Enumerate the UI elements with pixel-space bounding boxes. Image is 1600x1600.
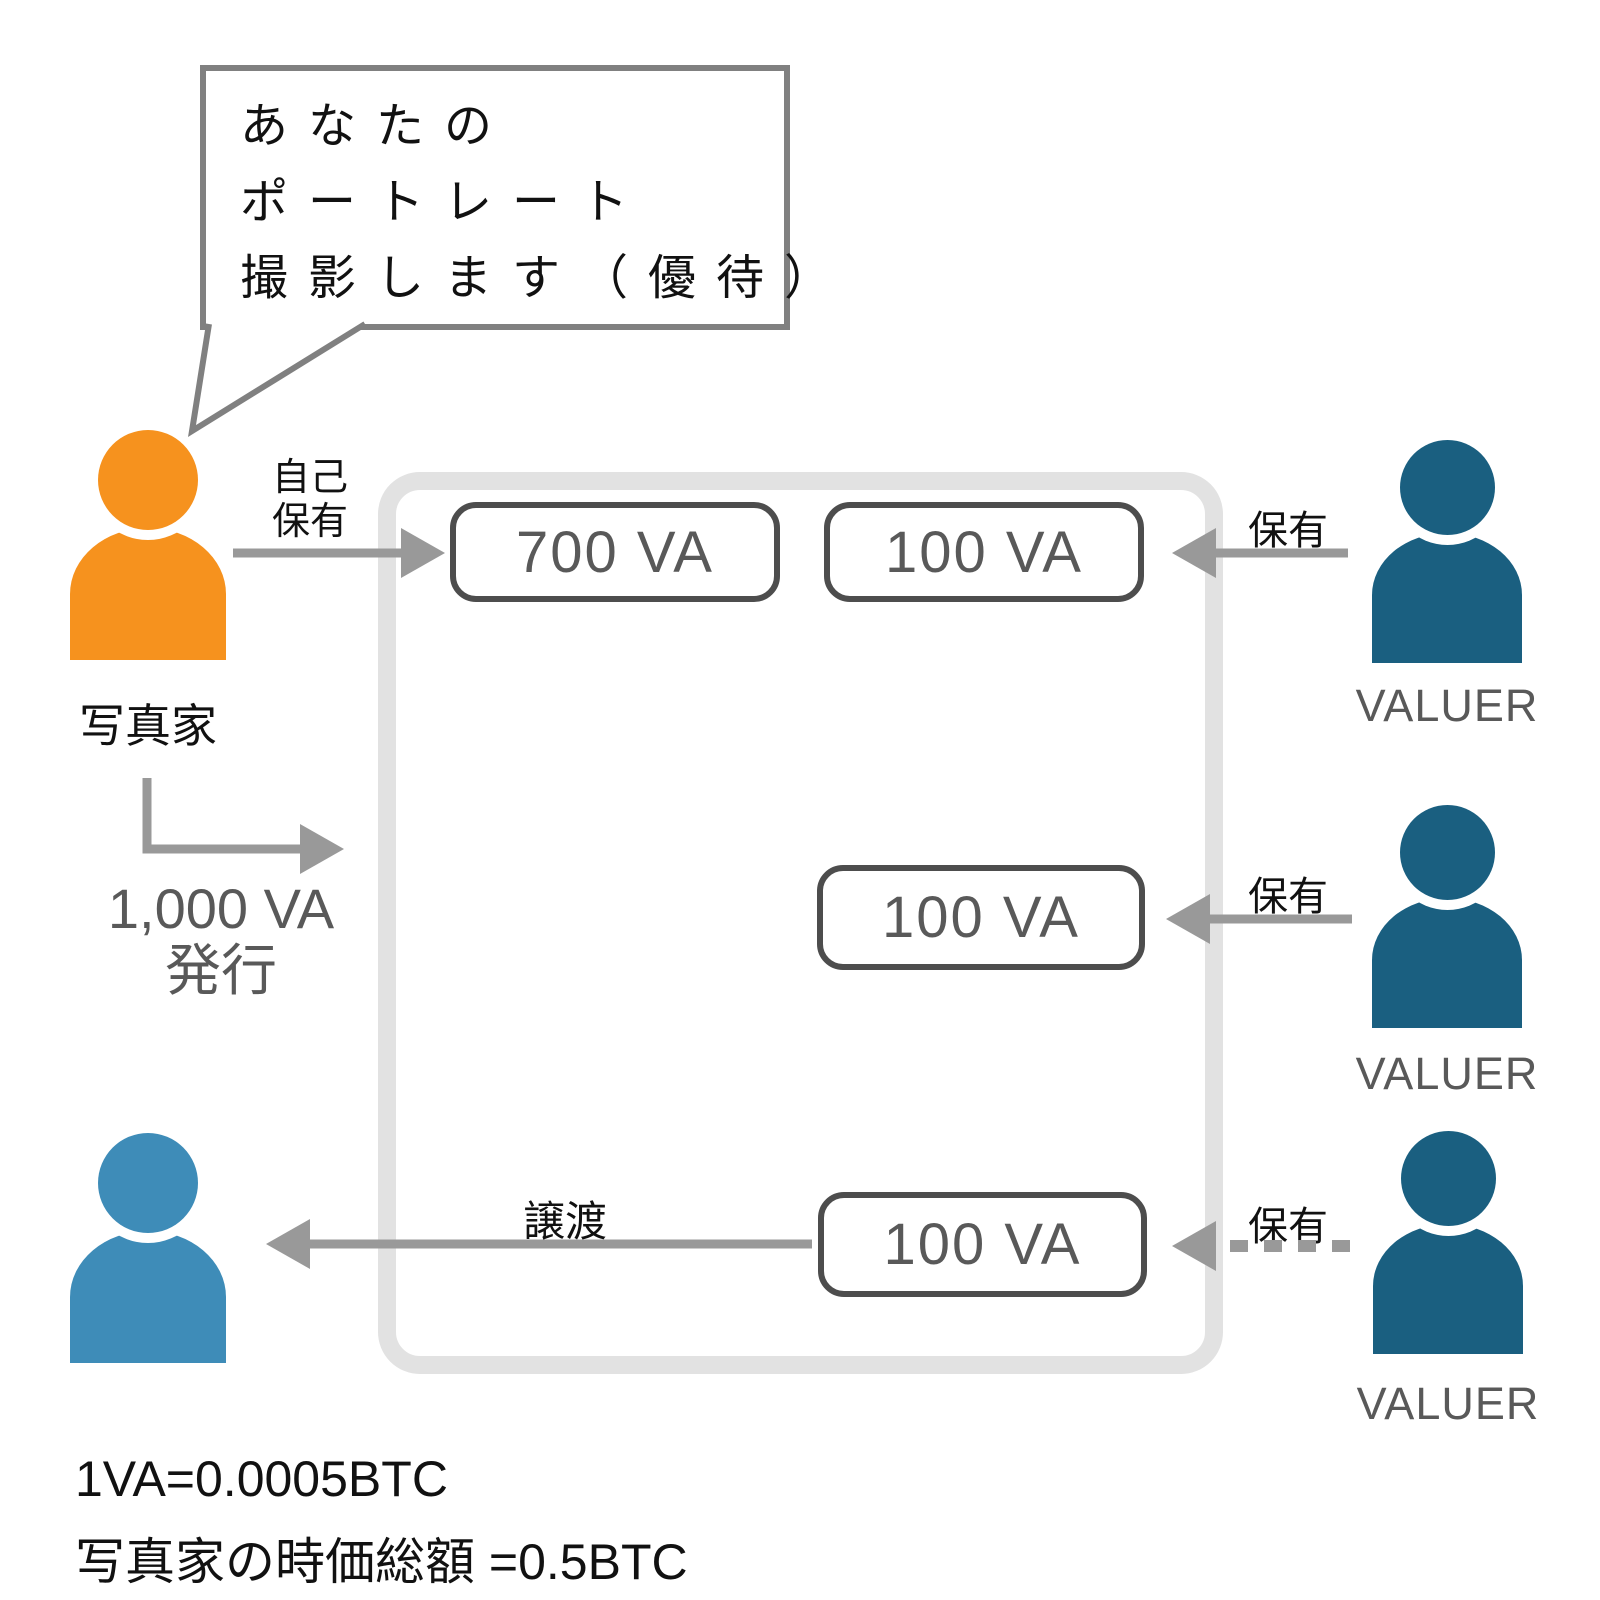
valuer2-label: VALUER — [1355, 1048, 1539, 1099]
self-hold-label: 自己 保有 — [250, 456, 370, 544]
valuer3-torso — [1373, 1224, 1523, 1354]
va-box-valuer1-value: 100 VA — [885, 519, 1083, 585]
transfer-label: 譲渡 — [522, 1198, 607, 1245]
valuer1-torso — [1372, 533, 1522, 663]
footer-marketcap-note: 写真家の時価総額 =0.5BTC — [75, 1534, 688, 1590]
issuance-arrow — [142, 778, 344, 874]
va-box-valuer3-100: 100 VA — [818, 1192, 1147, 1297]
hold-label-bottom: 保有 — [1248, 1205, 1328, 1249]
valuer3-label: VALUER — [1356, 1378, 1540, 1429]
photographer-icon — [70, 430, 226, 660]
valuer3-head — [1401, 1131, 1496, 1226]
valuer1-head — [1400, 440, 1495, 535]
valuer1-label: VALUER — [1355, 680, 1539, 731]
va-box-self-value: 700 VA — [516, 519, 714, 585]
hold-label-top: 保有 — [1248, 509, 1328, 553]
valuer2-torso — [1372, 898, 1522, 1028]
self-hold-label-line2: 保有 — [271, 501, 348, 543]
speech-bubble-text: あなたの ポートレート 撮影します（優待） — [240, 89, 852, 317]
receiver-torso — [70, 1231, 226, 1363]
va-box-valuer2-100: 100 VA — [817, 865, 1145, 970]
receiver-person-icon — [70, 1133, 226, 1363]
receiver-head — [98, 1133, 198, 1233]
footer-rate-note: 1VA=0.0005BTC — [75, 1451, 448, 1507]
va-box-valuer1-100: 100 VA — [824, 502, 1144, 602]
issuance-action: 発行 — [165, 939, 277, 1002]
valuer2-head — [1400, 805, 1495, 900]
speech-bubble-line-1: あなたの — [240, 100, 513, 153]
valuer3-icon — [1373, 1131, 1523, 1354]
photographer-label: 写真家 — [79, 700, 217, 752]
photographer-head — [98, 430, 198, 530]
va-box-valuer3-value: 100 VA — [883, 1212, 1082, 1277]
self-hold-label-line1: 自己 — [271, 457, 348, 499]
speech-bubble-line-2: ポートレート — [240, 176, 649, 229]
va-box-self-700: 700 VA — [450, 502, 780, 602]
issuance-label: 1,000 VA 発行 — [88, 878, 354, 1002]
speech-bubble-tail — [188, 321, 367, 437]
photographer-torso — [70, 528, 226, 660]
issuance-amount: 1,000 VA — [107, 877, 335, 940]
speech-bubble: あなたの ポートレート 撮影します（優待） — [200, 65, 832, 330]
valuer1-icon — [1372, 440, 1522, 663]
va-box-valuer2-value: 100 VA — [882, 885, 1080, 950]
hold-label-middle: 保有 — [1248, 875, 1328, 919]
speech-bubble-line-3: 撮影します（優待） — [240, 252, 853, 305]
valuer2-icon — [1372, 805, 1522, 1028]
